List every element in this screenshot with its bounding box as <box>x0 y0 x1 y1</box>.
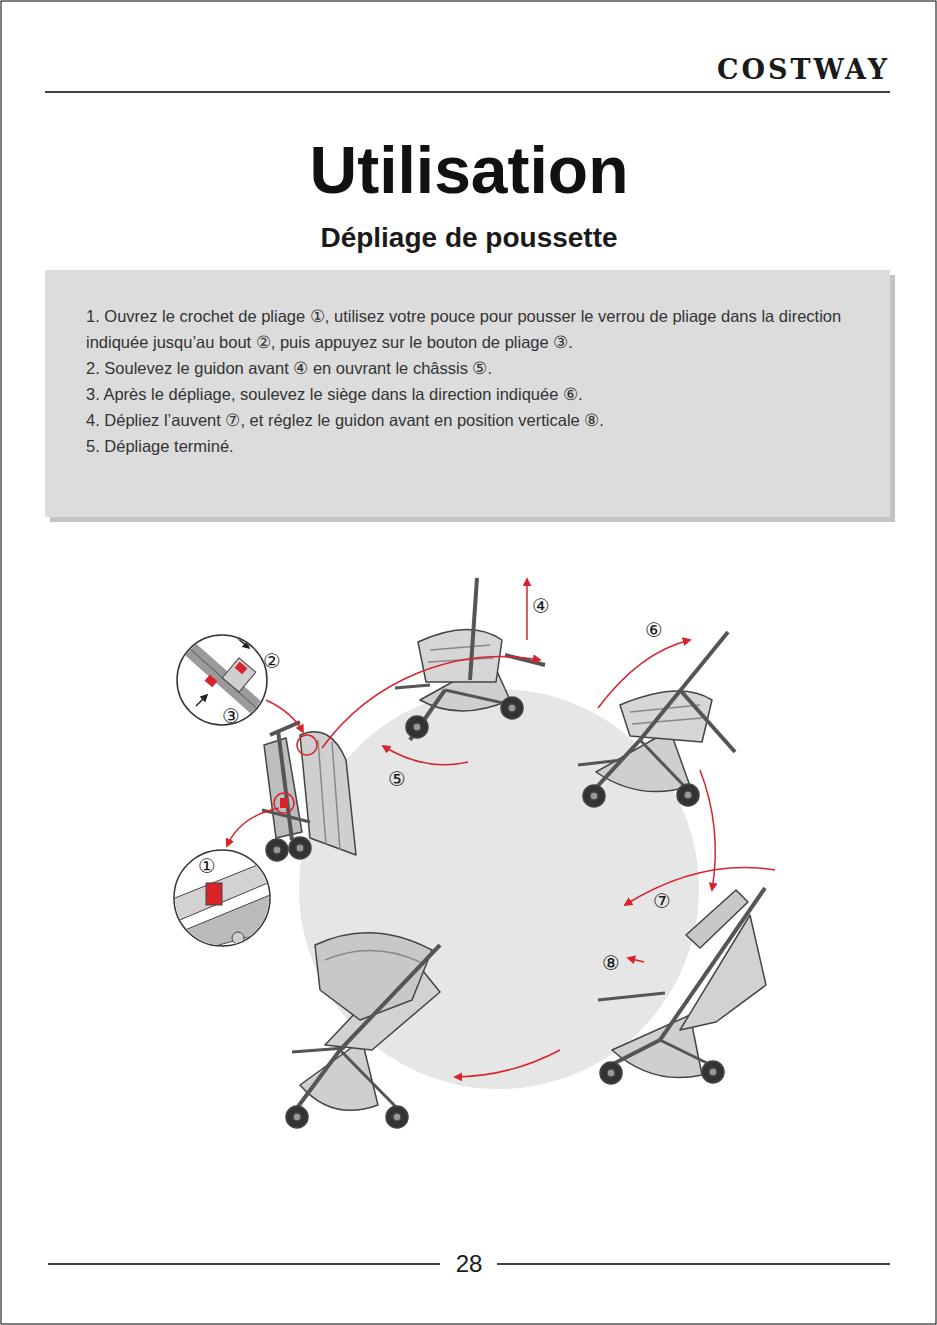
illustration-part <box>322 579 775 1077</box>
illustration-part <box>526 579 528 640</box>
instruction-step: 2. Soulevez le guidon avant ④ en ouvrant… <box>86 355 865 381</box>
section-heading: Dépliage de poussette <box>320 223 617 254</box>
illustration-part <box>684 791 692 799</box>
illustration-part <box>235 662 248 675</box>
illustration-part <box>578 760 622 765</box>
callout-number: ⑦ <box>653 890 671 912</box>
illustration-part <box>395 685 430 688</box>
instruction-step: 5. Dépliage terminé. <box>86 433 865 459</box>
illustration-part <box>677 784 699 806</box>
illustration-part <box>640 740 688 790</box>
instruction-step: 1. Ouvrez le crochet de pliage ①, utilis… <box>86 303 865 355</box>
instruction-text: 1. Ouvrez le crochet de pliage ①, utilis… <box>86 303 865 459</box>
illustration-part <box>45 91 890 93</box>
illustration-part <box>286 1106 308 1128</box>
illustration-part <box>628 958 644 962</box>
callout-number: ② <box>263 650 281 672</box>
illustration-part <box>266 700 303 732</box>
illustration-part <box>680 690 735 752</box>
illustration-part <box>48 1263 440 1265</box>
instruction-step: 4. Dépliez l’auvent ⑦, et réglez le guid… <box>86 407 865 433</box>
page-number: 28 <box>452 1251 487 1277</box>
illustration-part <box>322 657 540 748</box>
illustration-part <box>598 993 665 1000</box>
callout-number: ⑧ <box>602 952 620 974</box>
illustration-part <box>583 785 605 807</box>
illustration-part <box>611 1040 660 1065</box>
illustration-part <box>578 632 735 807</box>
illustration-part <box>406 716 428 738</box>
illustration-part <box>262 810 310 822</box>
callout-number: ③ <box>222 705 240 727</box>
illustration-part <box>266 839 288 861</box>
illustration-part <box>600 1062 622 1084</box>
instruction-step: 3. Après le dépliage, soulevez le siège … <box>86 381 865 407</box>
illustration-part <box>620 691 712 742</box>
illustration-part <box>292 1048 345 1052</box>
illustration-part <box>393 1113 401 1121</box>
illustration-part <box>470 578 477 680</box>
illustration-part <box>315 933 432 1020</box>
illustration-part <box>709 1068 717 1076</box>
illustration-part <box>413 723 421 731</box>
illustration-part <box>297 735 317 755</box>
illustration-part <box>497 1263 890 1265</box>
illustration-part <box>598 888 766 1084</box>
illustration-part <box>607 1069 615 1077</box>
illustration-part <box>640 632 728 740</box>
illustration-part <box>325 950 420 962</box>
illustration-part <box>300 732 356 855</box>
illustration-part <box>386 1106 408 1128</box>
illustration-part <box>280 798 288 808</box>
illustration-part <box>262 722 356 861</box>
illustration-part <box>274 793 294 813</box>
brand-logo: COSTWAY <box>717 55 890 85</box>
illustration-part <box>235 636 249 648</box>
illustration-part <box>455 1050 560 1077</box>
illustration-part <box>340 1050 397 1108</box>
callout-number: ④ <box>532 595 550 617</box>
illustration-part <box>205 675 218 688</box>
illustration-part <box>299 689 699 1089</box>
page-title: Utilisation <box>309 132 628 208</box>
illustration-part <box>289 837 311 859</box>
illustration-part <box>222 658 256 692</box>
illustration-part <box>508 704 516 712</box>
illustration-part <box>196 695 207 706</box>
illustration-part <box>232 932 244 944</box>
illustration-part <box>206 883 222 905</box>
illustration-part <box>170 860 275 950</box>
instruction-panel: 1. Ouvrez le crochet de pliage ①, utilis… <box>45 270 890 517</box>
illustration-part <box>278 730 292 840</box>
illustration-part <box>270 722 300 735</box>
callout-number: ① <box>198 855 216 877</box>
callout-number: ⑥ <box>645 619 663 641</box>
illustration-part <box>297 1050 340 1108</box>
illustration-part <box>590 792 598 800</box>
illustration-part <box>293 1113 301 1121</box>
illustration-part <box>273 846 281 854</box>
illustration-part <box>185 895 275 950</box>
illustration-part <box>340 945 440 1050</box>
callout-number: ⑤ <box>388 768 406 790</box>
illustration-part <box>625 868 775 905</box>
illustration-part <box>598 640 690 708</box>
illustration-part <box>660 1040 713 1066</box>
illustration-part <box>594 740 640 790</box>
illustration-part <box>501 697 523 719</box>
illustration-part <box>686 890 748 948</box>
illustration-part <box>318 740 340 850</box>
illustration-part <box>264 738 302 838</box>
illustration-part <box>418 629 502 682</box>
illustration-part <box>702 1061 724 1083</box>
illustration-part <box>227 808 279 846</box>
illustration-part <box>296 844 304 852</box>
illustration-part <box>286 933 440 1128</box>
illustration-part <box>383 746 468 765</box>
illustration-part <box>660 888 765 1040</box>
